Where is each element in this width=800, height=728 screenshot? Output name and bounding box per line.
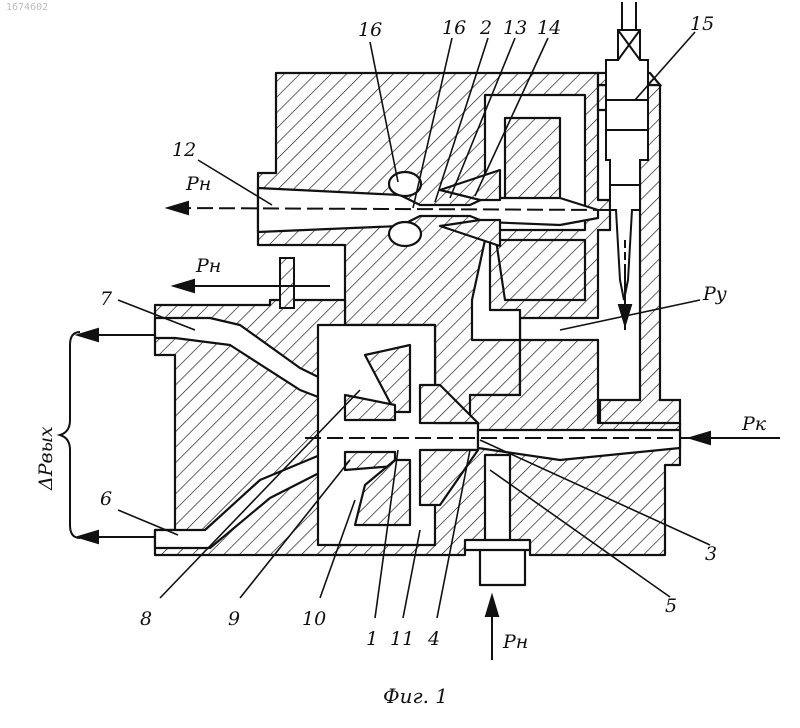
label-14: 14 [537,17,561,39]
pressure-dp-out: ΔPвых [35,426,57,491]
label-1: 1 [366,628,378,650]
pressure-pn-mid: Pн [195,255,221,277]
pressure-pk: Pк [741,413,767,435]
label-3: 3 [705,543,717,565]
label-7: 7 [100,288,113,310]
label-10: 10 [302,608,326,630]
label-9: 9 [228,608,240,630]
pressure-pn-bottom: Pн [502,631,528,653]
figure-caption: Фиг. 1 [383,684,448,708]
label-12: 12 [172,139,196,161]
throttle-fitting [280,258,294,308]
label-6: 6 [100,488,112,510]
label-15: 15 [690,13,714,35]
label-4: 4 [427,628,440,650]
output-brace [60,332,80,538]
label-13: 13 [503,17,527,39]
label-5: 5 [665,595,677,617]
pressure-pn-top: Pн [185,173,211,195]
label-8: 8 [140,608,152,630]
label-2: 2 [479,17,492,39]
pressure-pu: Py [702,283,727,305]
label-16b: 16 [442,17,466,39]
label-11: 11 [390,628,414,650]
label-16a: 16 [358,19,382,41]
document-stamp: 1674602 [6,2,48,13]
